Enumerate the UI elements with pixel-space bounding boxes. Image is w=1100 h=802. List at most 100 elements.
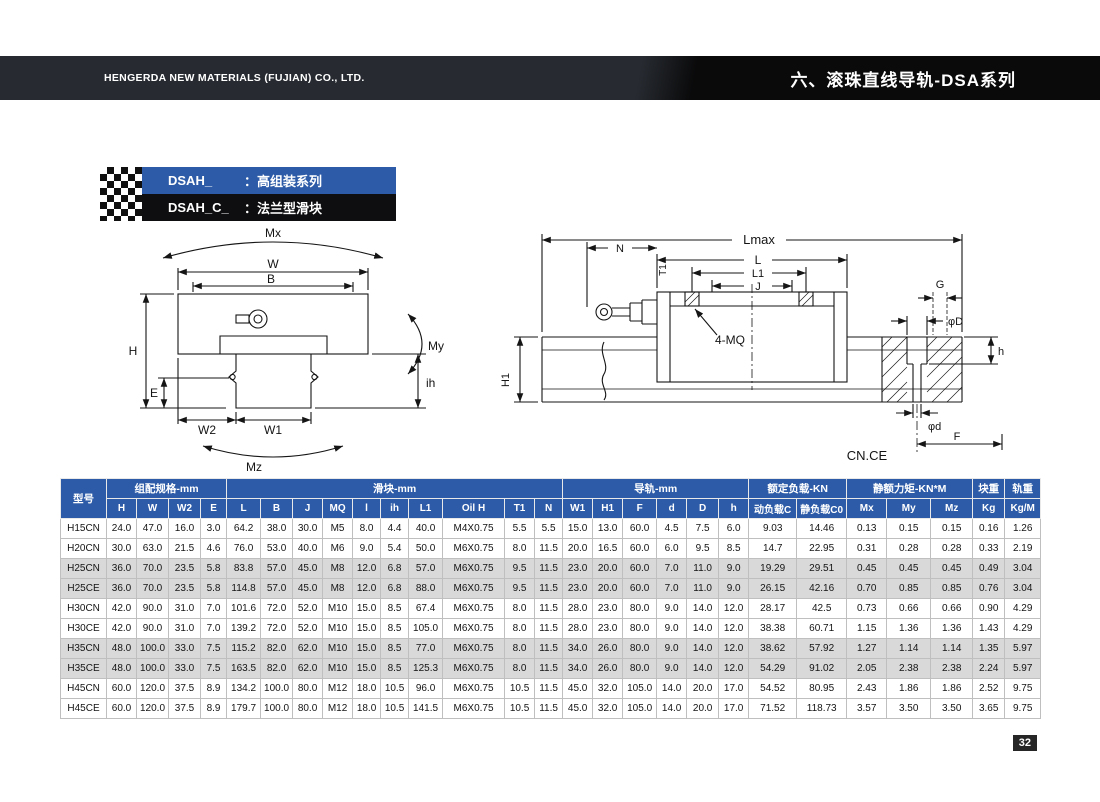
- dim-label-my: My: [428, 339, 444, 353]
- table-cell: 23.5: [168, 558, 201, 579]
- dim-label-b: B: [267, 272, 275, 286]
- model-cell: H30CE: [60, 618, 107, 639]
- table-cell: 10.5: [380, 678, 410, 699]
- table-cell: 20.0: [592, 578, 624, 599]
- table-cell: 77.0: [408, 638, 444, 659]
- dim-label-h-small: h: [998, 346, 1004, 358]
- table-cell: 12.0: [352, 578, 382, 599]
- table-cell: 11.0: [686, 578, 720, 599]
- table-cell: 9.03: [748, 518, 798, 539]
- column-header: F: [622, 498, 658, 519]
- table-cell: 20.0: [686, 698, 720, 719]
- table-cell: 100.0: [260, 698, 294, 719]
- table-cell: 17.0: [718, 678, 750, 699]
- table-cell: 32.0: [592, 698, 624, 719]
- table-cell: 60.0: [622, 578, 658, 599]
- column-group-header: 组配规格-mm: [105, 478, 228, 499]
- table-cell: 47.0: [136, 518, 169, 539]
- table-cell: 53.0: [260, 538, 294, 559]
- table-cell: 30.0: [106, 538, 137, 559]
- table-cell: 15.0: [352, 598, 382, 619]
- column-header: N: [534, 498, 564, 519]
- table-cell: 11.0: [686, 558, 720, 579]
- table-cell: 42.5: [796, 598, 848, 619]
- dim-label-t1: T1: [658, 264, 669, 276]
- dim-label-ih: ih: [426, 376, 435, 390]
- column-header: H1: [592, 498, 624, 519]
- table-cell: 9.0: [656, 658, 688, 679]
- dim-label-w1: W1: [264, 423, 282, 437]
- table-cell: 60.0: [622, 538, 658, 559]
- table-cell: 23.0: [592, 598, 624, 619]
- series-rows: DSAH_ ：高组装系列 DSAH_C_ ：法兰型滑块: [142, 167, 396, 221]
- table-cell: 14.0: [686, 638, 720, 659]
- table-cell: 80.0: [622, 598, 658, 619]
- dim-label-j: J: [755, 281, 761, 293]
- table-cell: M6X0.75: [442, 538, 506, 559]
- table-cell: 1.86: [930, 678, 974, 699]
- table-cell: 23.0: [592, 618, 624, 639]
- table-cell: 1.35: [972, 638, 1006, 659]
- table-cell: 8.0: [504, 618, 536, 639]
- table-cell: 18.0: [352, 698, 382, 719]
- dim-label-mq: 4-MQ: [715, 333, 745, 347]
- table-cell: 10.5: [504, 698, 536, 719]
- table-cell: 5.4: [380, 538, 410, 559]
- table-cell: 11.5: [534, 678, 564, 699]
- series-desc: ：高组装系列: [244, 174, 323, 189]
- table-cell: 23.0: [562, 578, 594, 599]
- table-cell: 42.0: [106, 618, 137, 639]
- table-cell: M8: [322, 558, 354, 579]
- table-cell: 1.86: [886, 678, 932, 699]
- table-cell: 4.29: [1004, 618, 1042, 639]
- table-cell: 0.73: [846, 598, 888, 619]
- table-cell: 14.0: [686, 598, 720, 619]
- dim-label-e: E: [150, 386, 158, 400]
- table-cell: M6X0.75: [442, 558, 506, 579]
- table-cell: 31.0: [168, 598, 201, 619]
- table-cell: 22.95: [796, 538, 848, 559]
- dim-label-l: L: [755, 253, 762, 267]
- column-group-header: 滑块-mm: [226, 478, 564, 499]
- model-cell: H25CN: [60, 558, 107, 579]
- table-cell: 3.57: [846, 698, 888, 719]
- table-cell: M5: [322, 518, 354, 539]
- table-cell: 12.0: [718, 598, 750, 619]
- table-cell: 0.15: [930, 518, 974, 539]
- column-header: W1: [562, 498, 594, 519]
- table-cell: 21.5: [168, 538, 201, 559]
- table-cell: 7.0: [656, 558, 688, 579]
- table-cell: 36.0: [106, 558, 137, 579]
- model-cell: H15CN: [60, 518, 107, 539]
- table-cell: 1.26: [1004, 518, 1042, 539]
- table-cell: 76.0: [226, 538, 262, 559]
- table-cell: 57.92: [796, 638, 848, 659]
- table-cell: 15.0: [352, 638, 382, 659]
- table-cell: 34.0: [562, 638, 594, 659]
- table-cell: 26.15: [748, 578, 798, 599]
- checker-decor: [100, 167, 142, 221]
- table-cell: 120.0: [136, 698, 169, 719]
- table-cell: 15.0: [562, 518, 594, 539]
- table-cell: 8.5: [380, 618, 410, 639]
- table-cell: 20.0: [592, 558, 624, 579]
- header-band: HENGERDA NEW MATERIALS (FUJIAN) CO., LTD…: [0, 56, 1100, 100]
- table-cell: 82.0: [260, 658, 294, 679]
- table-cell: 11.5: [534, 538, 564, 559]
- table-cell: 64.2: [226, 518, 262, 539]
- table-cell: 7.5: [199, 658, 228, 679]
- column-header: W2: [168, 498, 201, 519]
- table-cell: 141.5: [408, 698, 444, 719]
- table-cell: 96.0: [408, 678, 444, 699]
- table-cell: 32.0: [592, 678, 624, 699]
- table-cell: 9.0: [656, 638, 688, 659]
- table-cell: 120.0: [136, 678, 169, 699]
- table-cell: 80.0: [622, 658, 658, 679]
- table-cell: M6X0.75: [442, 638, 506, 659]
- table-cell: 9.0: [656, 598, 688, 619]
